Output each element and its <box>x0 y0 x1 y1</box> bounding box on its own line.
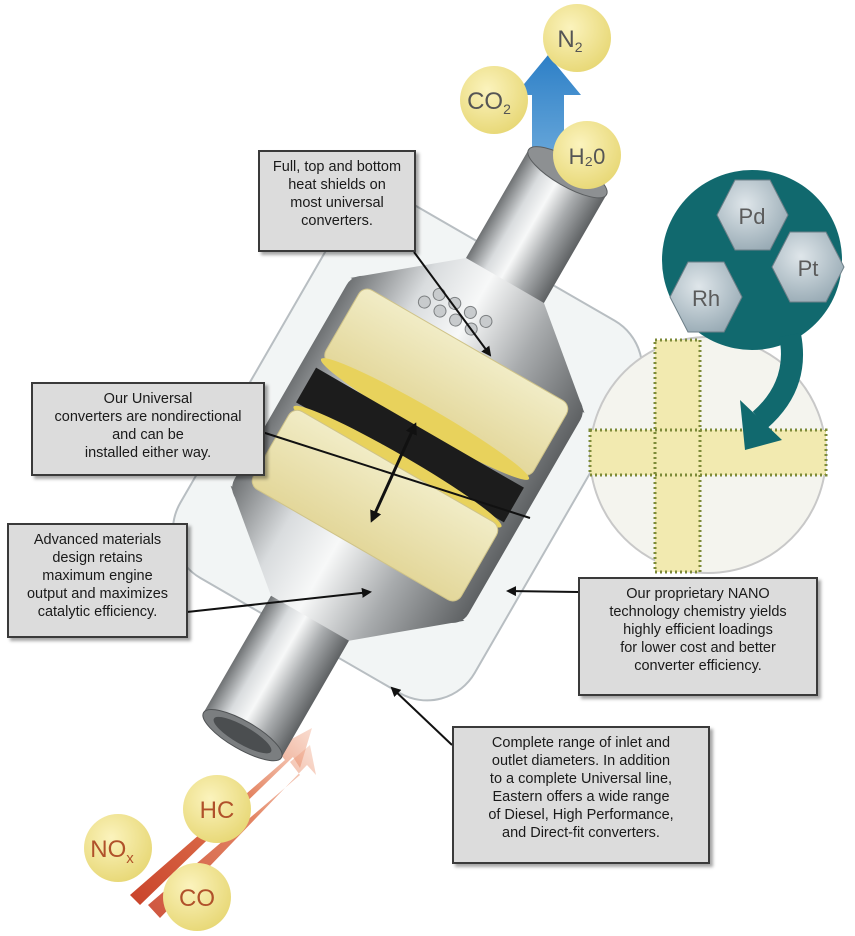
materials-leader <box>186 587 372 613</box>
n2-label: N <box>557 26 574 53</box>
hc-label: HC <box>200 797 235 824</box>
rh-label: Rh <box>692 286 720 311</box>
nox-label: NO <box>90 836 126 863</box>
nano-leader <box>506 586 579 597</box>
pt-hexagon: Pt <box>771 231 845 303</box>
h2o-molecule: H₂0 <box>553 121 621 189</box>
heat-shields-callout: Full, top and bottom heat shields on mos… <box>258 150 416 252</box>
pt-label: Pt <box>798 256 819 281</box>
svg-text:CO2: CO2 <box>467 88 511 117</box>
svg-text:N2: N2 <box>557 26 582 55</box>
rh-hexagon: Rh <box>669 261 743 333</box>
nondirectional-double-arrow <box>370 422 417 523</box>
nox-subscript: x <box>126 850 134 867</box>
svg-text:NOx: NOx <box>90 836 134 867</box>
heat-shield-leader <box>413 251 492 357</box>
co2-subscript: 2 <box>503 101 511 117</box>
co-label: CO <box>179 885 215 912</box>
co2-label: CO <box>467 88 503 115</box>
co-molecule: CO <box>163 863 231 931</box>
n2-molecule: N2 <box>543 4 611 72</box>
n2-subscript: 2 <box>575 39 583 55</box>
hc-molecule: HC <box>183 775 251 843</box>
h2o-label: H₂0 <box>569 144 606 169</box>
nondirectional-callout: Our Universal converters are nondirectio… <box>31 382 265 476</box>
leader-lines <box>186 251 579 746</box>
outlet-flow-arrow <box>515 55 581 210</box>
range-callout: Complete range of inlet and outlet diame… <box>452 726 710 864</box>
nox-molecule: NOx <box>84 814 152 882</box>
nano-callout: Our proprietary NANO technology chemistr… <box>578 577 818 696</box>
pd-label: Pd <box>739 204 766 229</box>
pd-hexagon: Pd <box>716 179 789 251</box>
materials-callout: Advanced materials design retains maximu… <box>7 523 188 638</box>
co2-molecule: CO2 <box>460 66 528 134</box>
catalyst-cell-magnified <box>588 336 828 574</box>
precious-metals-cluster: Pd Pt Rh <box>662 170 845 450</box>
range-leader <box>390 686 453 746</box>
